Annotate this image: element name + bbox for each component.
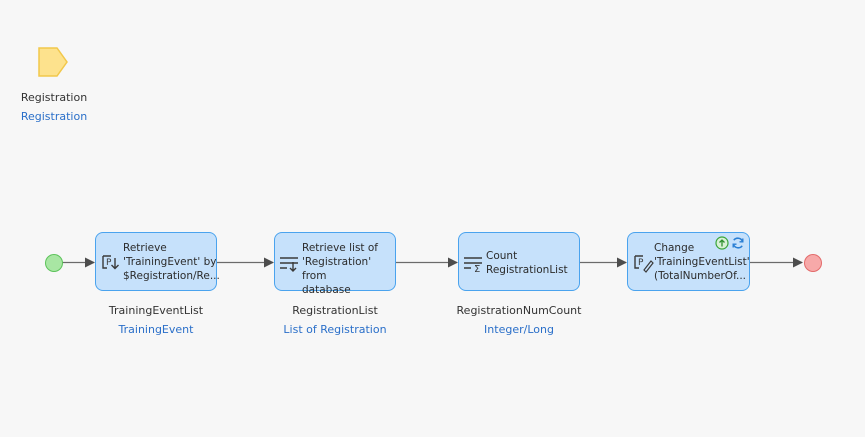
svg-text:P: P xyxy=(638,258,644,268)
aggregate-count-icon: Σ xyxy=(464,257,482,273)
end-event[interactable] xyxy=(804,254,822,272)
output-variable-name: RegistrationList xyxy=(292,304,378,317)
output-variable-name: RegistrationNumCount xyxy=(456,304,582,317)
svg-text:Σ: Σ xyxy=(474,264,480,273)
activity-label: Count RegistrationList xyxy=(486,250,568,276)
parameter-icon[interactable] xyxy=(36,46,70,78)
parameter-name: Registration xyxy=(20,91,88,104)
output-variable-type[interactable]: TrainingEvent xyxy=(118,323,194,336)
output-variable-type[interactable]: Integer/Long xyxy=(484,323,554,336)
activity-label: Change 'TrainingEventList' (TotalNumberO… xyxy=(654,242,750,282)
start-event[interactable] xyxy=(45,254,63,272)
change-object-icon: P xyxy=(634,255,654,273)
retrieve-registration-list-activity[interactable]: Retrieve list of 'Registration' from dat… xyxy=(274,232,396,296)
retrieve-from-database-icon xyxy=(280,257,298,272)
commit-icon xyxy=(715,236,729,250)
output-variable-name: TrainingEventList xyxy=(108,304,204,317)
parameter-type[interactable]: Registration xyxy=(20,110,88,123)
activity-label: Retrieve list of 'Registration' from dat… xyxy=(302,242,378,296)
retrieve-by-association-icon: P xyxy=(102,255,119,270)
svg-text:P: P xyxy=(106,258,112,268)
activity-label: Retrieve 'TrainingEvent' by $Registratio… xyxy=(123,242,220,282)
change-training-event-activity[interactable]: P Change 'TrainingEventList' (TotalNumbe… xyxy=(627,232,750,291)
refresh-icon xyxy=(732,237,744,249)
retrieve-training-event-activity[interactable]: P Retrieve 'TrainingEvent' by $Registrat… xyxy=(95,232,220,291)
count-registration-list-activity[interactable]: Σ Count RegistrationList xyxy=(458,232,580,291)
output-variable-type[interactable]: List of Registration xyxy=(283,323,387,336)
